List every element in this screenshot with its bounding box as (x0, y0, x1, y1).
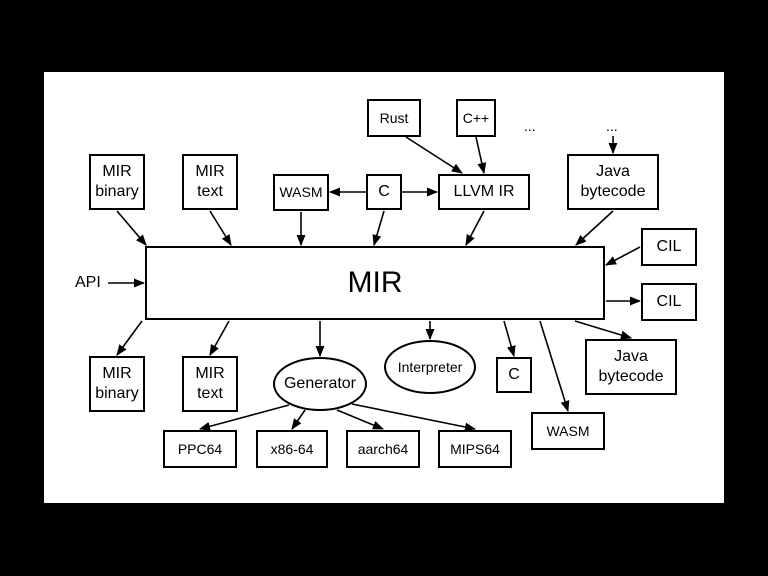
target-ppc64-node: PPC64 (163, 430, 237, 468)
interpreter-node: Interpreter (384, 340, 476, 394)
mir-binary-output-node: MIR binary (89, 356, 145, 412)
java-bytecode-output-node: Java bytecode (585, 339, 677, 395)
ellipsis-label: ... (606, 118, 618, 134)
target-aarch64-node: aarch64 (346, 430, 420, 468)
ellipsis-label: ... (524, 118, 536, 134)
cpp-node: C++ (456, 99, 496, 137)
llvm-ir-node: LLVM IR (438, 174, 530, 210)
api-label: API (75, 274, 101, 291)
generator-node: Generator (273, 357, 367, 411)
java-bytecode-input-node: Java bytecode (567, 154, 659, 210)
target-mips64-node: MIPS64 (438, 430, 512, 468)
cil-input-node: CIL (641, 228, 697, 266)
rust-node: Rust (367, 99, 421, 137)
cil-output-node: CIL (641, 283, 697, 321)
c-input-node: C (366, 174, 402, 210)
wasm-input-node: WASM (273, 174, 329, 211)
mir-text-output-node: MIR text (182, 356, 238, 412)
c-output-node: C (496, 357, 532, 393)
mir-core-node: MIR (145, 246, 605, 320)
target-x86-64-node: x86-64 (256, 430, 328, 468)
mir-text-input-node: MIR text (182, 154, 238, 210)
mir-binary-input-node: MIR binary (89, 154, 145, 210)
wasm-output-node: WASM (531, 412, 605, 450)
